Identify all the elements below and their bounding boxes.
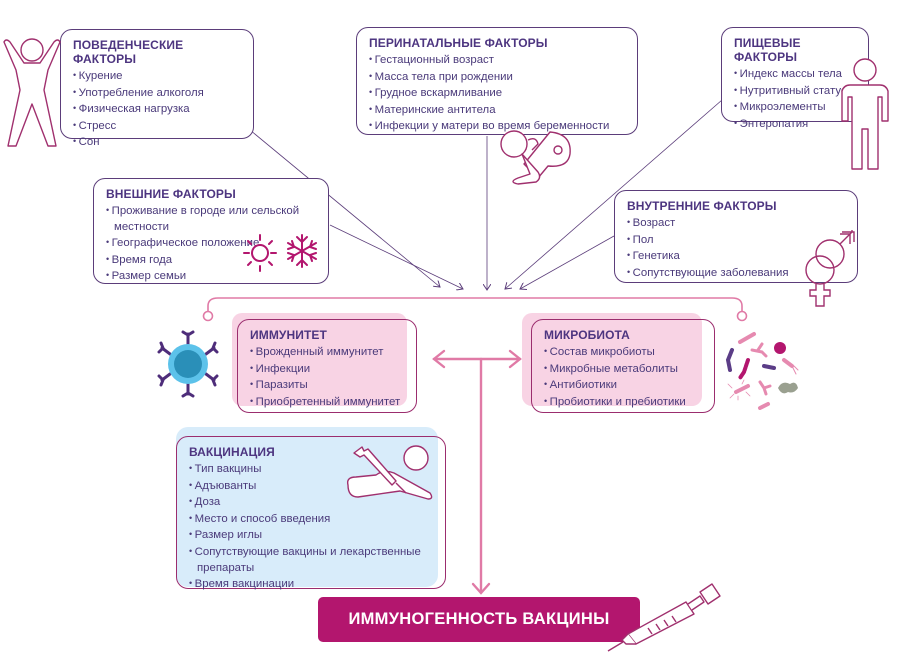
bacteria-icon <box>725 332 799 410</box>
immune-cell-icon <box>157 330 219 398</box>
list-item: Употребление алкоголя <box>73 85 243 102</box>
behavioral-factors-title: ПОВЕДЕНЧЕСКИЕ ФАКТОРЫ <box>73 38 184 66</box>
external-factors-box: ВНЕШНИЕ ФАКТОРЫ Проживание в городе или … <box>93 178 329 284</box>
perinatal-factors-box: ПЕРИНАТАЛЬНЫЕ ФАКТОРЫ Гестационный возра… <box>356 27 638 135</box>
list-item: Антибиотики <box>544 377 704 394</box>
external-factors-title: ВНЕШНИЕ ФАКТОРЫ <box>106 187 236 201</box>
nutritional-factors-list: Индекс массы тела Нутритивный статус Мик… <box>734 66 858 132</box>
list-item: Размер иглы <box>189 527 435 544</box>
list-item: Сопутствующие вакцины и лекарственные пр… <box>189 544 447 576</box>
bracket-line <box>202 297 748 322</box>
behavioral-factors-box: ПОВЕДЕНЧЕСКИЕ ФАКТОРЫ Курение Употреблен… <box>60 29 254 148</box>
arrow-internal <box>520 235 615 289</box>
list-item: Сон <box>73 134 243 151</box>
list-item: Генетика <box>627 248 847 265</box>
microbiota-box: МИКРОБИОТА Состав микробиоты Микробные м… <box>531 319 715 413</box>
list-item: Размер семьи <box>106 268 318 285</box>
injection-arm-icon <box>346 445 433 500</box>
arrow-external <box>329 224 463 289</box>
list-item: Пол <box>627 232 847 249</box>
vaccine-immunogenicity-label: ИММУНОГЕННОСТЬ ВАКЦИНЫ <box>348 610 610 628</box>
list-item: Энтеропатия <box>734 116 858 133</box>
list-item: Масса тела при рождении <box>369 69 627 86</box>
internal-factors-title: ВНУТРЕННИЕ ФАКТОРЫ <box>627 199 777 213</box>
external-factors-list: Проживание в городе или сельской местнос… <box>106 203 318 285</box>
list-item: Курение <box>73 68 243 85</box>
immunity-title: ИММУНИТЕТ <box>250 328 327 342</box>
list-item: Пробиотики и пребиотики <box>544 394 704 411</box>
person-standing-icon <box>841 58 889 170</box>
list-item: Состав микробиоты <box>544 344 704 361</box>
list-item: Нутритивный статус <box>734 83 858 100</box>
snowflake-icon <box>287 234 317 268</box>
list-item: Индекс массы тела <box>734 66 858 83</box>
list-item: Адъюванты <box>189 478 435 495</box>
list-item: Время вакцинации <box>189 576 435 593</box>
list-item: Гестационный возраст <box>369 52 627 69</box>
list-item: Стресс <box>73 118 243 135</box>
list-item: Инфекции <box>250 361 406 378</box>
list-item: Инфекции у матери во время беременности <box>369 118 627 135</box>
list-item: Микроэлементы <box>734 99 858 116</box>
sun-icon <box>243 234 277 272</box>
nutritional-factors-title: ПИЩЕВЫЕ ФАКТОРЫ <box>734 36 801 64</box>
list-item: Место и способ введения <box>189 511 435 528</box>
list-item: Время года <box>106 252 318 269</box>
vaccination-title: ВАКЦИНАЦИЯ <box>189 445 275 459</box>
gender-symbols-icon <box>805 230 855 307</box>
list-item: Возраст <box>627 215 847 232</box>
list-item: Микробные метаболиты <box>544 361 704 378</box>
list-item: Материнские антитела <box>369 102 627 119</box>
perinatal-factors-title: ПЕРИНАТАЛЬНЫЕ ФАКТОРЫ <box>369 36 548 50</box>
immunity-box: ИММУНИТЕТ Врожденный иммунитет Инфекции … <box>237 319 417 413</box>
infant-icon <box>500 130 571 185</box>
list-item: Физическая нагрузка <box>73 101 243 118</box>
person-arms-up-icon <box>3 38 61 147</box>
internal-factors-list: Возраст Пол Генетика Сопутствующие забол… <box>627 215 847 281</box>
syringe-icon <box>607 583 721 652</box>
vaccination-list: Тип вакцины Адъюванты Доза Место и спосо… <box>189 461 435 593</box>
list-item: Тип вакцины <box>189 461 435 478</box>
immunity-list: Врожденный иммунитет Инфекции Паразиты П… <box>250 344 406 410</box>
list-item: Паразиты <box>250 377 406 394</box>
microbiota-title: МИКРОБИОТА <box>544 328 630 342</box>
vaccination-box: ВАКЦИНАЦИЯ Тип вакцины Адъюванты Доза Ме… <box>176 436 446 590</box>
vaccine-immunogenicity-banner: ИММУНОГЕННОСТЬ ВАКЦИНЫ <box>318 597 640 642</box>
list-item: Грудное вскармливание <box>369 85 627 102</box>
list-item: Географическое положение <box>106 235 318 252</box>
list-item: Проживание в городе или сельской местнос… <box>106 203 324 235</box>
behavioral-factors-list: Курение Употребление алкоголя Физическая… <box>73 68 243 151</box>
list-item: Врожденный иммунитет <box>250 344 406 361</box>
internal-factors-box: ВНУТРЕННИЕ ФАКТОРЫ Возраст Пол Генетика … <box>614 190 858 283</box>
arrow-nutritional <box>505 99 723 289</box>
list-item: Приобретенный иммунитет <box>250 394 406 411</box>
perinatal-factors-list: Гестационный возраст Масса тела при рожд… <box>369 52 627 135</box>
arrow-behavioral <box>249 129 440 287</box>
list-item: Доза <box>189 494 435 511</box>
double-arrow <box>432 349 522 595</box>
list-item: Сопутствующие заболевания <box>627 265 847 282</box>
microbiota-list: Состав микробиоты Микробные метаболиты А… <box>544 344 704 410</box>
